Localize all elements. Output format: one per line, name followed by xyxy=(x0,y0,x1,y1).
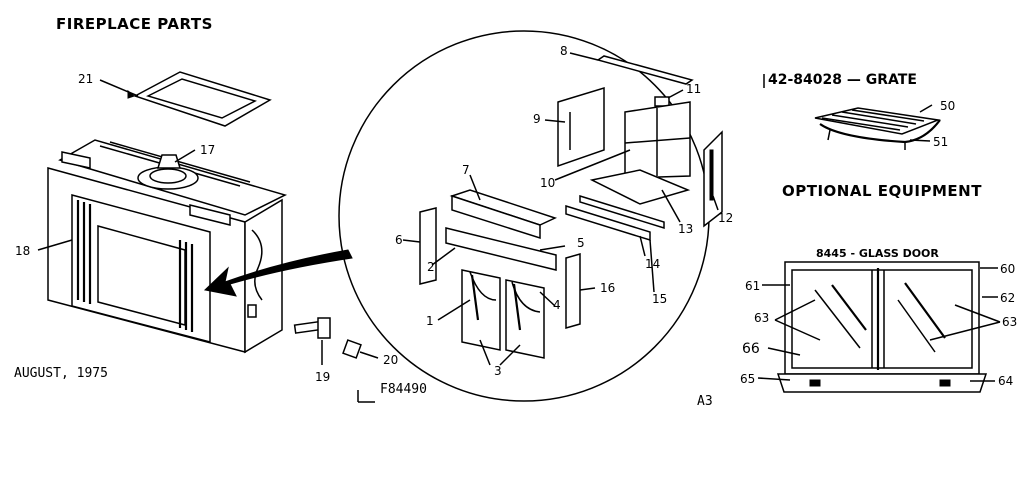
part-50: 50 xyxy=(940,99,956,113)
fireplace-body xyxy=(47,139,288,354)
part-62: 62 xyxy=(1000,291,1016,305)
part-51: 51 xyxy=(933,135,949,149)
part-20: 20 xyxy=(383,353,399,367)
parts-19-20 xyxy=(293,317,379,365)
part-60: 60 xyxy=(1000,262,1016,276)
part-6: 6 xyxy=(395,233,403,247)
date-label: AUGUST, 1975 xyxy=(14,366,108,381)
part-5: 5 xyxy=(577,236,585,250)
part-2: 2 xyxy=(427,260,435,274)
grate-drawing xyxy=(814,104,941,150)
part-63-left: 63 xyxy=(754,311,770,325)
part-8: 8 xyxy=(560,44,568,58)
part-4: 4 xyxy=(553,298,561,312)
part-17: 17 xyxy=(200,143,216,157)
page-title: FIREPLACE PARTS xyxy=(56,15,213,33)
page-code: A3 xyxy=(697,394,713,409)
part-16: 16 xyxy=(600,281,616,295)
part-14: 14 xyxy=(645,257,661,271)
part-21: 21 xyxy=(78,72,94,86)
part-12: 12 xyxy=(718,211,734,225)
circle-parts xyxy=(402,52,723,366)
part-63-right: 63 xyxy=(1002,315,1018,329)
part-21-top-plate xyxy=(99,71,272,127)
part-11: 11 xyxy=(686,82,702,96)
grate-title: 42-84028 — GRATE xyxy=(768,72,917,88)
optional-title: OPTIONAL EQUIPMENT xyxy=(782,182,982,200)
door-title: 8445 - GLASS DOOR xyxy=(816,247,939,260)
part-18: 18 xyxy=(15,244,31,258)
part-3: 3 xyxy=(494,364,502,378)
figure-code: F84490 xyxy=(380,382,427,397)
part-7: 7 xyxy=(462,163,470,177)
part-66: 66 xyxy=(742,341,760,357)
part-61: 61 xyxy=(745,279,761,293)
part-9: 9 xyxy=(533,112,541,126)
part-10: 10 xyxy=(540,176,556,190)
detail-arrow xyxy=(203,249,353,297)
part-15: 15 xyxy=(652,292,668,306)
part-64: 64 xyxy=(998,374,1014,388)
part-1: 1 xyxy=(426,314,434,328)
part-13: 13 xyxy=(678,222,694,236)
part-19: 19 xyxy=(315,370,331,384)
part-65: 65 xyxy=(740,372,756,386)
glass-door-drawing xyxy=(757,261,1001,393)
